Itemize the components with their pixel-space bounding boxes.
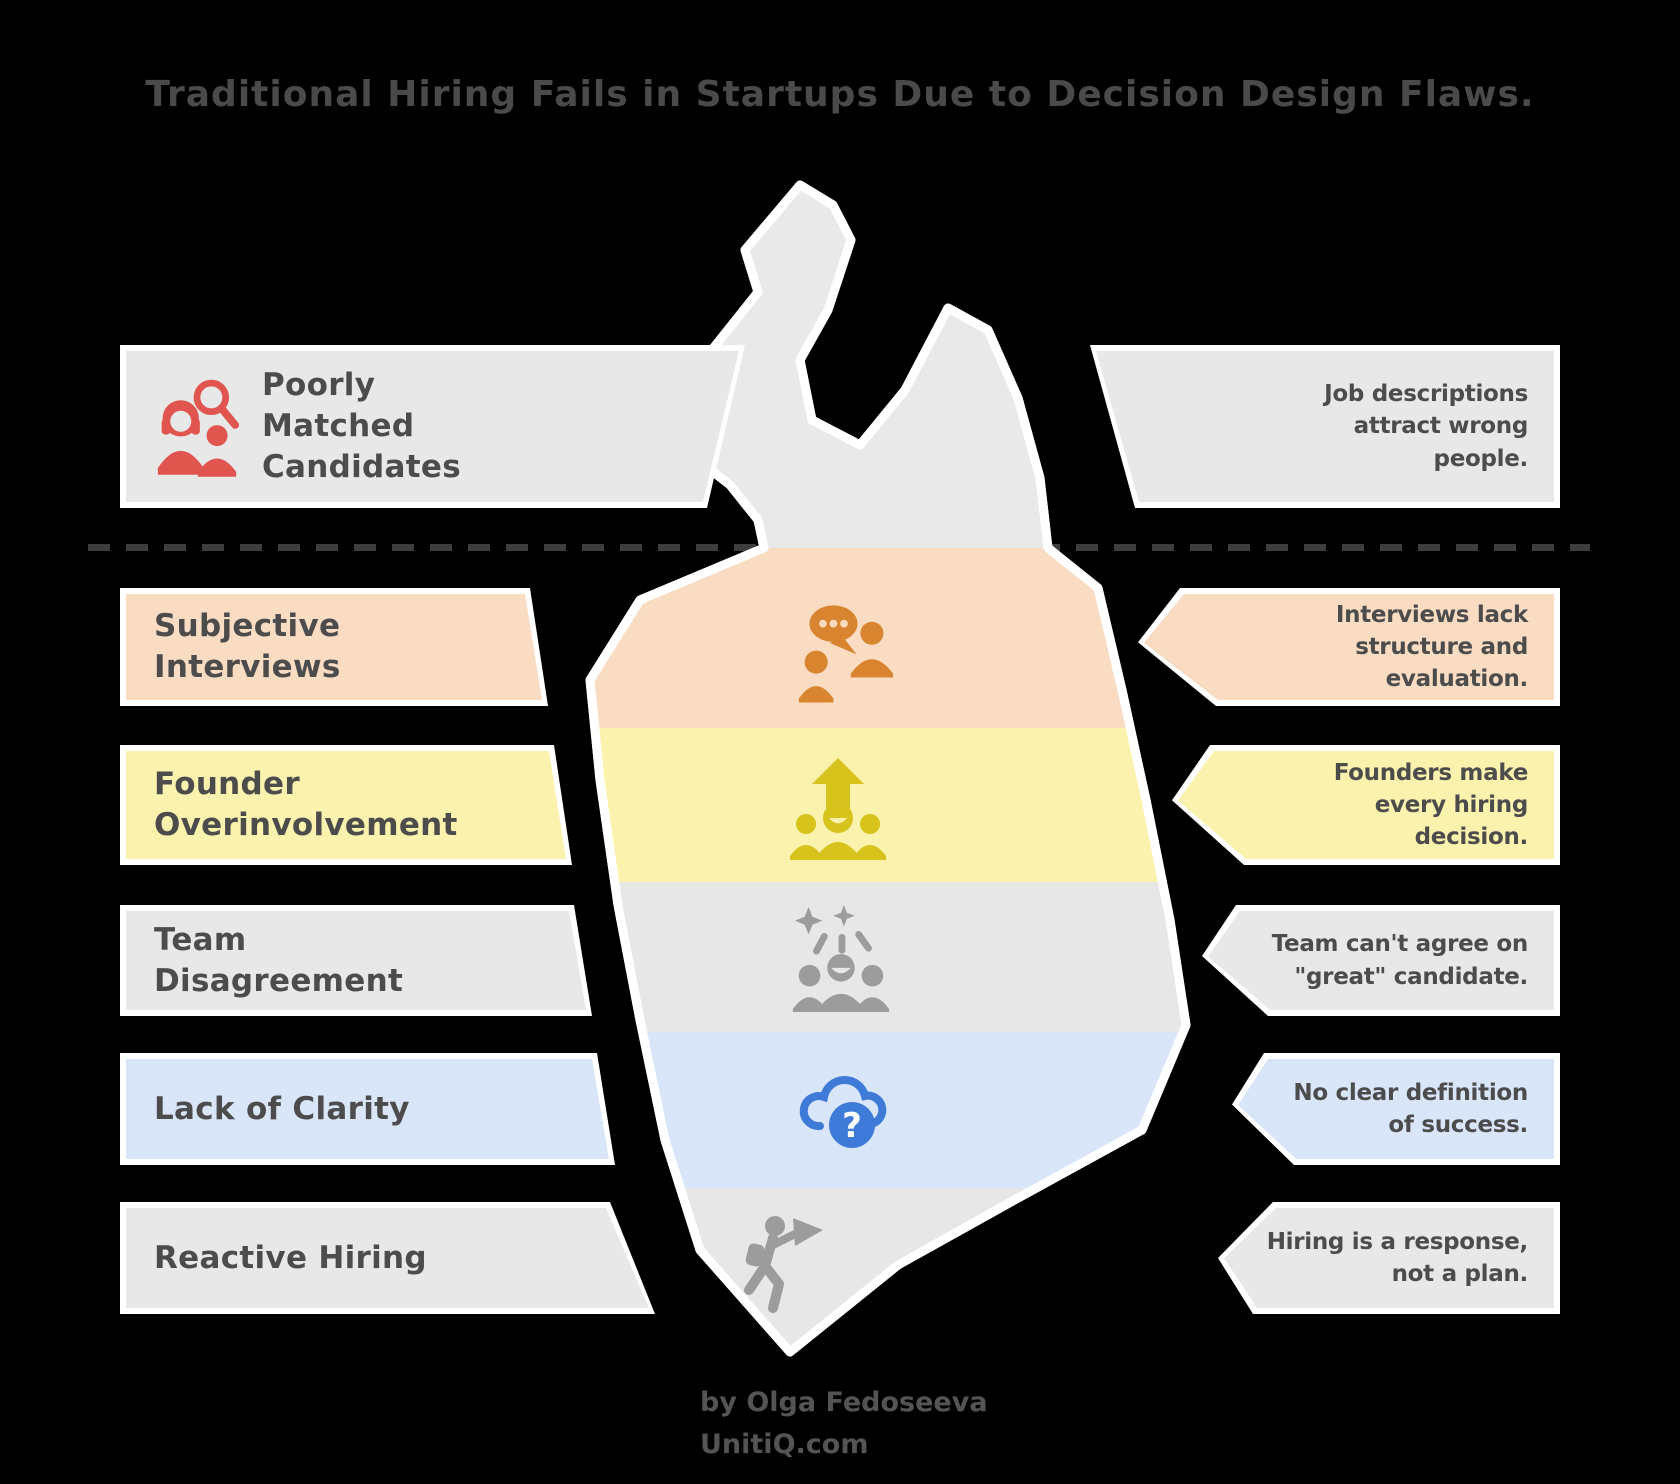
row-label: Team Disagreement: [154, 921, 404, 999]
row-description: Team can't agree on "great" candidate.: [1271, 931, 1529, 990]
row-description-box-4: Team can't agree on "great" candidate.: [1202, 905, 1560, 1016]
row-label: Poorly Matched Candidates: [262, 367, 461, 485]
row-label: Subjective Interviews: [154, 608, 341, 685]
runner-flag-icon: [744, 1216, 823, 1313]
row-description-box-6: Hiring is a response, not a plan.: [1218, 1202, 1560, 1314]
row-label-box-2: Subjective Interviews: [120, 588, 548, 706]
row-description-box-5: No clear definition of success.: [1232, 1053, 1560, 1165]
row-label: Reactive Hiring: [154, 1239, 427, 1276]
row-label-box-6: Reactive Hiring: [120, 1202, 655, 1314]
footer-byline: by Olga Fedoseeva: [700, 1387, 988, 1418]
waterline-divider: [88, 544, 1590, 551]
row-label: Founder Overinvolvement: [154, 766, 458, 843]
row-label-box-1: Poorly Matched Candidates: [120, 345, 745, 508]
row-description: Founders make every hiring decision.: [1333, 759, 1529, 851]
row-label-box-4: Team Disagreement: [120, 905, 592, 1016]
row-label-box-3: Founder Overinvolvement: [120, 745, 572, 865]
row-description: Interviews lack structure and evaluation…: [1335, 601, 1528, 693]
footer-website: UnitiQ.com: [700, 1428, 869, 1460]
svg-text:?: ?: [842, 1106, 862, 1146]
footer-credit: by Olga Fedoseeva UnitiQ.com: [700, 1382, 988, 1466]
row-description: No clear definition of success.: [1293, 1079, 1528, 1138]
row-label: Lack of Clarity: [154, 1090, 410, 1127]
row-description-box-3: Founders make every hiring decision.: [1172, 745, 1560, 865]
page-title: Traditional Hiring Fails in Startups Due…: [145, 74, 1535, 115]
row-description-box-2: Interviews lack structure and evaluation…: [1138, 588, 1560, 706]
people-search-icon: [154, 375, 240, 479]
interview-chat-icon: [798, 605, 894, 703]
team-sparkle-icon: [792, 905, 890, 1013]
row-label-box-5: Lack of Clarity: [120, 1053, 615, 1165]
row-description: Hiring is a response, not a plan.: [1266, 1228, 1529, 1287]
row-description: Job descriptions attract wrong people.: [1324, 381, 1528, 472]
row-description-box-1: Job descriptions attract wrong people.: [1090, 345, 1560, 508]
cloud-question-icon: ?: [799, 1076, 887, 1148]
leader-arrow-icon: [790, 758, 886, 860]
